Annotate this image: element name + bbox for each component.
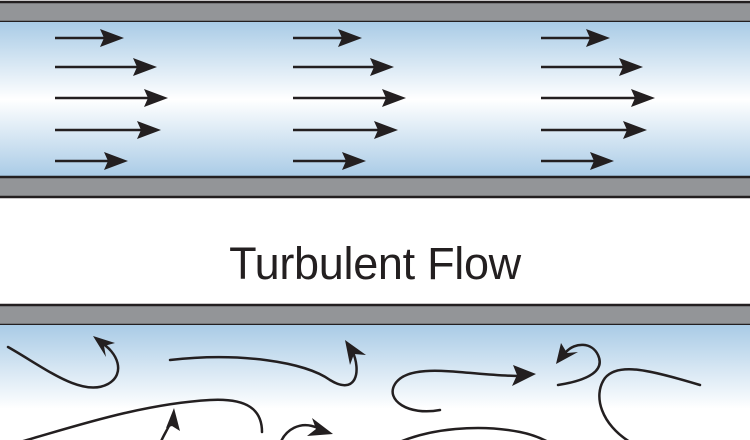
laminar-arrow [541,121,647,139]
turbulent-arrow [280,418,333,440]
turbulent-arrow [6,336,120,389]
turbulent-arrow [160,408,180,440]
turbulent-arrow [22,398,264,440]
turbulent-top-wall [0,303,750,327]
laminar-arrow [55,152,128,170]
laminar-arrow [55,29,124,47]
turbulent-arrows [6,336,702,440]
laminar-arrows [55,29,655,170]
turbulent-arrow [556,343,601,387]
turbulent-arrow [168,340,366,387]
laminar-arrow [55,121,161,139]
flow-heading: Turbulent Flow [229,238,521,289]
laminar-arrow [293,89,406,107]
turbulent-fluid [0,325,750,440]
turbulent-arrow [391,365,536,413]
laminar-arrow [541,152,614,170]
laminar-top-wall [0,0,750,24]
turbulent-pipe [0,303,750,440]
laminar-pipe [0,0,750,199]
laminar-arrow [293,121,398,139]
laminar-arrow [293,29,362,47]
laminar-arrow [293,152,366,170]
laminar-arrow [541,29,610,47]
turbulent-arrow [401,426,548,440]
laminar-arrow [55,89,168,107]
laminar-bottom-wall [0,175,750,199]
turbulent-arrow [598,367,702,440]
laminar-arrow [541,89,655,107]
laminar-arrow [55,58,157,76]
laminar-fluid [0,22,750,177]
laminar-arrow [293,58,394,76]
laminar-arrow [541,58,643,76]
